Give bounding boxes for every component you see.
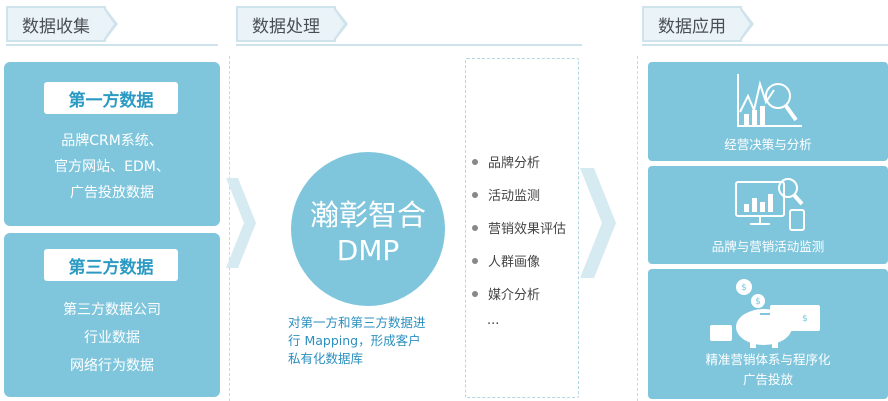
app-label-monitor: 品牌与营销活动监测 (711, 239, 825, 254)
bullet-icon (472, 191, 478, 198)
feature-item-ellipsis: ... (487, 313, 500, 328)
feature-list (465, 58, 579, 398)
flow-arrow-right-icon (580, 168, 616, 278)
app-label-decision: 经营决策与分析 (724, 137, 812, 152)
first-party-line-2: 官方网站、EDM、 (54, 159, 170, 175)
piggy-bank-coins-icon: $ $ $ (710, 279, 820, 348)
app-label-programmatic-line-2: 广告投放 (742, 372, 793, 387)
feature-item: 媒介分析 (472, 284, 540, 303)
feature-item: 人群画像 (472, 251, 540, 270)
divider-left (229, 56, 230, 401)
header-process: 数据处理 (236, 6, 348, 42)
app-label-programmatic-line-1: 精准营销体系与程序化 (705, 352, 831, 367)
header-process-label: 数据处理 (252, 16, 320, 37)
svg-text:$: $ (802, 314, 808, 324)
bullet-icon (472, 158, 478, 165)
bullet-icon (472, 257, 478, 264)
app-card-decision: 经营决策与分析 (648, 62, 888, 161)
chart-analysis-icon (737, 74, 802, 127)
dmp-description: 对第一方和第三方数据进 行 Mapping，形成客户 私有化数据库 (288, 314, 463, 368)
dmp-circle: 瀚彰智合 DMP (291, 152, 445, 306)
first-party-title: 第一方数据 (44, 82, 178, 114)
third-party-title: 第三方数据 (44, 249, 178, 281)
header-collect-label: 数据收集 (22, 16, 90, 37)
svg-text:$: $ (755, 297, 761, 307)
feature-item: 营销效果评估 (472, 218, 566, 237)
dmp-name: 瀚彰智合 (309, 198, 426, 232)
header-apply: 数据应用 (642, 6, 754, 42)
header-collect: 数据收集 (6, 6, 118, 42)
third-party-line-2: 行业数据 (84, 330, 140, 346)
bullet-icon (472, 224, 478, 231)
header-collect-rule (6, 44, 218, 46)
feature-item: 品牌分析 (472, 152, 540, 171)
app-card-monitor: 品牌与营销活动监测 (648, 166, 888, 264)
flow-arrow-left-icon (226, 178, 256, 268)
dmp-desc-line-3: 私有化数据库 (288, 351, 364, 366)
header-apply-label: 数据应用 (658, 16, 726, 37)
feature-item: 活动监测 (472, 185, 540, 204)
header-apply-rule (642, 44, 888, 46)
app-card-programmatic: $ $ $ 精准营销体系与程序化 广告投放 (648, 269, 888, 399)
monitor-magnifier-icon (735, 178, 805, 231)
dmp-desc-line-1: 对第一方和第三方数据进 (288, 315, 426, 330)
third-party-line-1: 第三方数据公司 (63, 302, 161, 318)
third-party-line-3: 网络行为数据 (70, 358, 154, 374)
svg-text:$: $ (741, 283, 747, 293)
header-process-rule (236, 44, 582, 46)
dmp-desc-line-2: 行 Mapping，形成客户 (288, 333, 421, 348)
first-party-line-1: 品牌CRM系统、 (61, 133, 163, 149)
bullet-icon (472, 290, 478, 297)
dmp-sub: DMP (336, 234, 400, 267)
first-party-card: 第一方数据 品牌CRM系统、 官方网站、EDM、 广告投放数据 (4, 62, 220, 226)
third-party-card: 第三方数据 第三方数据公司 行业数据 网络行为数据 (4, 233, 220, 397)
divider-right (637, 56, 638, 401)
first-party-line-3: 广告投放数据 (70, 185, 154, 201)
